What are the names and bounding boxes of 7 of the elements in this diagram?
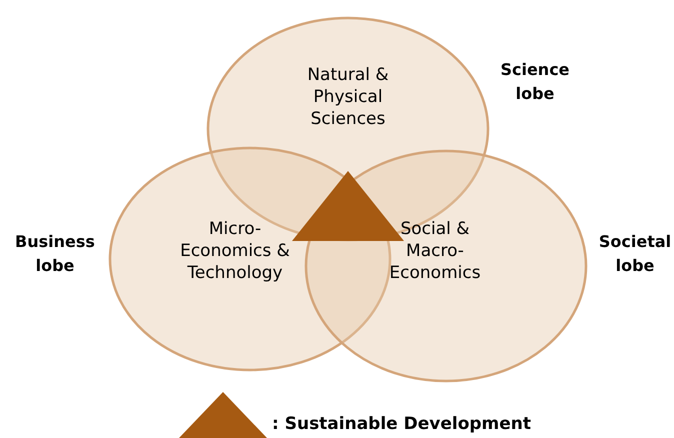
circle-label: Social & Macro-Economics	[388, 218, 482, 284]
lobe-label: Societal lobe	[598, 231, 672, 277]
lobe-label: Business lobe	[14, 231, 96, 277]
lobe-label: Science lobe	[499, 59, 571, 105]
circle-label: Natural & Physical Sciences	[306, 64, 390, 130]
legend-text: : Sustainable Development	[272, 414, 532, 434]
circle-label: Micro-Economics & Technology	[179, 218, 291, 284]
